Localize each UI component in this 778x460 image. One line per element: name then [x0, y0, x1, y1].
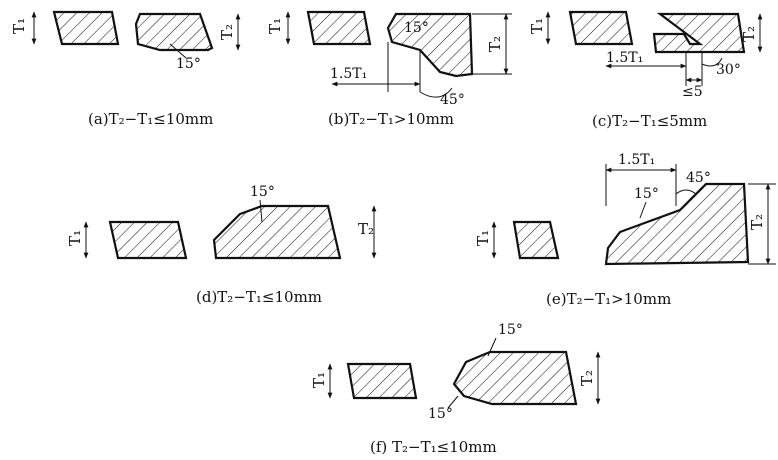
angle-large-label: 45° [440, 92, 465, 108]
thin-plate [108, 220, 188, 260]
dim-t2: T₂ [218, 24, 236, 40]
dim-t1: T₁ [266, 18, 284, 34]
angle-label: 15° [176, 56, 201, 72]
panel-e: T₁ T₂ 1.5T₁ 15° 45° (e)T₂−T₁>10mm [474, 152, 776, 308]
thick-plate [652, 12, 746, 54]
caption-a: (a)T₂−T₁≤10mm [88, 110, 213, 128]
thick-plate [212, 204, 342, 260]
angle-large-label: 45° [686, 170, 711, 186]
panel-d: T₁ T₂ 15° (d)T₂−T₁≤10mm [66, 184, 377, 306]
thick-plate [604, 182, 750, 266]
caption-b: (b)T₂−T₁>10mm [328, 110, 454, 128]
thick-plate [386, 12, 474, 78]
panel-b: T₁ T₂ 15° 1.5T₁ 45° (b)T₂−T₁>10mm [266, 10, 512, 128]
offset-label: 1.5T₁ [618, 152, 655, 168]
length-label: ≤5 [682, 84, 703, 100]
dim-t1: T₁ [10, 18, 28, 34]
caption-d: (d)T₂−T₁≤10mm [196, 288, 322, 306]
offset-label: 1.5T₁ [330, 66, 367, 82]
thin-plate [568, 10, 634, 46]
thin-plate [512, 220, 560, 260]
dim-t2: T₂ [578, 370, 596, 386]
angle-label: 15° [250, 184, 275, 200]
angle-small-label: 15° [634, 186, 659, 202]
offset-label: 1.5T₁ [606, 50, 643, 66]
angle-top-label: 15° [498, 322, 523, 338]
thick-plate [134, 12, 214, 52]
thin-plate [346, 362, 418, 400]
panel-a: T₁ T₂ 15° (a)T₂−T₁≤10mm [10, 10, 241, 128]
dim-t2: T₂ [358, 220, 374, 238]
dim-t2: T₂ [740, 26, 758, 42]
angle-small-label: 15° [404, 20, 429, 36]
dim-t1: T₁ [66, 230, 84, 246]
thin-plate [52, 10, 120, 46]
dim-t1: T₁ [310, 372, 328, 388]
caption-f: (f) T₂−T₁≤10mm [370, 438, 497, 456]
panel-c: T₁ T₂ 1.5T₁ ≤5 30° (c)T₂−T₁≤5mm [528, 10, 763, 130]
thin-plate [306, 10, 372, 46]
thick-plate [452, 350, 578, 406]
angle-bottom-label: 15° [428, 406, 453, 422]
panel-f: T₁ T₂ 15° 15° (f) T₂−T₁≤10mm [310, 322, 601, 456]
dim-t1: T₁ [528, 18, 546, 34]
dim-t2: T₂ [486, 36, 504, 52]
angle-label: 30° [716, 62, 741, 78]
caption-e: (e)T₂−T₁>10mm [546, 290, 671, 308]
dim-t1: T₁ [474, 230, 492, 246]
caption-c: (c)T₂−T₁≤5mm [592, 112, 707, 130]
dim-t2: T₂ [748, 214, 766, 230]
